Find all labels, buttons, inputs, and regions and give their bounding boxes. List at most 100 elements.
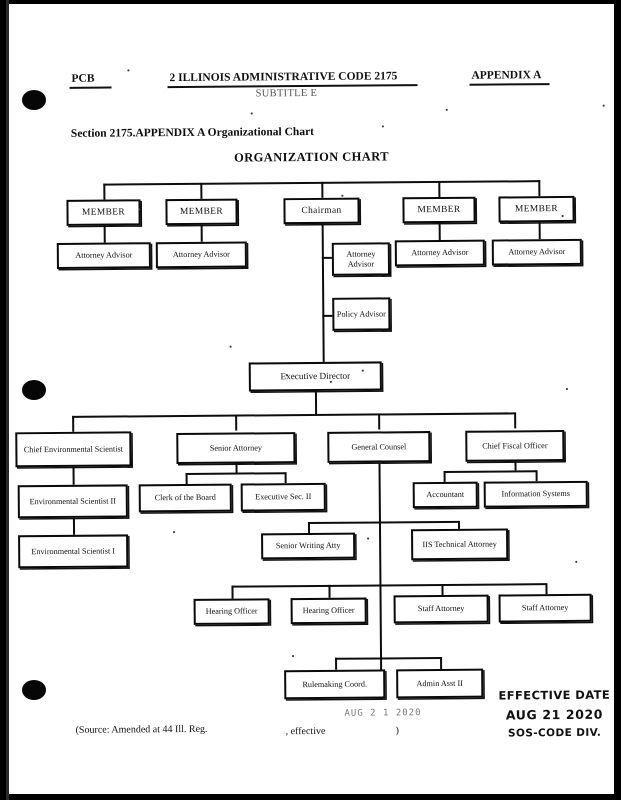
node-label: Policy Advisor bbox=[336, 309, 386, 319]
connector-cfo-bus bbox=[443, 470, 537, 473]
scan-speck bbox=[329, 380, 332, 383]
stamp-line-1: EFFECTIVE DATE bbox=[498, 687, 611, 703]
connector-senatty-down bbox=[235, 463, 238, 473]
connector-hearing-bus bbox=[231, 583, 546, 588]
scan-speck bbox=[250, 112, 253, 114]
node-label: Executive Director bbox=[280, 371, 351, 382]
connector-execdir-down bbox=[314, 390, 317, 414]
handwritten-date: AUG 2 1 2020 bbox=[344, 708, 422, 719]
header-right-rule bbox=[469, 83, 550, 86]
node-iis-technical-attorney: IIS Technical Attorney bbox=[411, 528, 509, 561]
connector-chiefenv-down bbox=[72, 466, 75, 485]
scan-border-right bbox=[614, 0, 621, 800]
scan-speck bbox=[127, 69, 129, 71]
node-label: Admin Asst II bbox=[416, 678, 463, 689]
connector-member4-up bbox=[538, 180, 541, 197]
node-chief-fiscal-officer: Chief Fiscal Officer bbox=[465, 430, 565, 462]
node-general-counsel: General Counsel bbox=[327, 431, 431, 463]
scan-speck bbox=[445, 108, 448, 111]
header-center-rule bbox=[167, 84, 418, 88]
header-left-rule bbox=[69, 86, 112, 89]
connector-cfo-up bbox=[514, 412, 516, 429]
connector-gencounsel-up bbox=[378, 413, 380, 430]
node-label: Attorney Advisor bbox=[172, 250, 230, 260]
scan-border-top bbox=[0, 0, 621, 4]
hole-punch bbox=[22, 90, 46, 110]
source-note: (Source: Amended at 44 Ill. Reg. bbox=[75, 723, 208, 736]
node-hearing-officer-1: Hearing Officer bbox=[193, 598, 270, 625]
scan-speck bbox=[561, 215, 564, 217]
node-label: MEMBER bbox=[514, 203, 559, 215]
node-attorney-advisor-1: Attorney Advisor bbox=[56, 242, 151, 269]
connector-envsci2-down bbox=[72, 517, 75, 535]
connector-member3-up bbox=[438, 180, 441, 197]
connector-bottom-bus bbox=[335, 656, 442, 660]
connector-member2-up bbox=[200, 182, 203, 199]
scan-speck bbox=[361, 369, 364, 372]
node-environmental-scientist-2: Environmental Scientist II bbox=[17, 484, 128, 519]
node-label: Information Systems bbox=[501, 489, 570, 499]
connector-member1-up bbox=[103, 183, 106, 200]
node-hearing-officer-2: Hearing Officer bbox=[290, 597, 367, 625]
node-label: Environmental Scientist II bbox=[29, 496, 117, 507]
node-label: Staff Attorney bbox=[521, 603, 569, 613]
node-attorney-advisor-5: Attorney Advisor bbox=[491, 238, 582, 266]
node-executive-sec-2: Executive Sec. II bbox=[240, 482, 326, 512]
source-effective-label: , effective bbox=[285, 725, 326, 738]
node-label: Executive Sec. II bbox=[255, 492, 312, 502]
stamp-line-2: AUG 21 2020 bbox=[505, 706, 604, 723]
node-label: Chairman bbox=[301, 205, 342, 216]
connector-adminasst-up bbox=[440, 656, 442, 669]
node-staff-attorney-2: Staff Attorney bbox=[498, 593, 592, 623]
node-environmental-scientist-1: Environmental Scientist I bbox=[18, 534, 129, 569]
node-label: Attorney Advisor bbox=[346, 249, 376, 269]
node-senior-writing-atty: Senior Writing Atty bbox=[261, 532, 356, 560]
connector-rulemaking-up bbox=[335, 657, 337, 670]
stamp-line-3: SOS-CODE DIV. bbox=[507, 726, 602, 740]
scan-border-left bbox=[0, 0, 6, 800]
connector-chairman-up bbox=[321, 181, 324, 198]
connector-gencounsel-writer-bus bbox=[307, 520, 459, 524]
node-label: Senior Writing Atty bbox=[275, 541, 341, 551]
node-admin-asst-2: Admin Asst II bbox=[396, 668, 484, 699]
node-chief-environmental-scientist: Chief Environmental Scientist bbox=[15, 431, 132, 468]
connector-member2-down bbox=[200, 224, 203, 242]
node-member2: MEMBER bbox=[165, 198, 238, 226]
node-label: Rulemaking Coord. bbox=[302, 679, 368, 689]
connector-senwrit-up bbox=[307, 522, 310, 534]
scan-speck bbox=[138, 208, 141, 210]
connector-hear1-up bbox=[231, 585, 234, 599]
connector-member4-down bbox=[538, 222, 541, 240]
node-label: General Counsel bbox=[351, 442, 407, 452]
node-label: Senior Attorney bbox=[209, 443, 262, 453]
node-attorney-advisor-4: Attorney Advisor bbox=[394, 239, 485, 267]
connector-hear2-up bbox=[328, 584, 331, 598]
page-title: Section 2175.APPENDIX A Organizational C… bbox=[70, 125, 315, 140]
connector-infosys-up bbox=[535, 470, 538, 482]
node-label: Chief Environmental Scientist bbox=[23, 444, 123, 455]
scan-speck bbox=[285, 374, 288, 376]
node-staff-attorney-1: Staff Attorney bbox=[393, 594, 489, 624]
node-member4: MEMBER bbox=[498, 195, 575, 223]
node-rulemaking-coordinator: Rulemaking Coord. bbox=[284, 669, 386, 700]
node-label: Chief Fiscal Officer bbox=[482, 441, 548, 451]
scan-speck bbox=[367, 537, 369, 540]
scan-speck bbox=[575, 560, 577, 563]
scan-speck bbox=[602, 104, 605, 107]
hole-punch bbox=[22, 380, 46, 400]
hole-punch bbox=[22, 680, 46, 700]
header-right: APPENDIX A bbox=[471, 69, 542, 82]
node-accountant: Accountant bbox=[412, 481, 478, 509]
node-executive-director: Executive Director bbox=[248, 361, 382, 392]
connector-gencounsel-spine bbox=[378, 462, 383, 671]
node-label: Staff Attorney bbox=[417, 604, 465, 614]
node-label: IIS Technical Attorney bbox=[422, 539, 497, 550]
node-information-systems: Information Systems bbox=[483, 480, 588, 508]
header-subtitle: SUBTITLE E bbox=[255, 87, 318, 100]
connector-chiefenv-up bbox=[72, 415, 74, 432]
node-attorney-advisor-2: Attorney Advisor bbox=[155, 241, 247, 269]
node-label: Attorney Advisor bbox=[508, 247, 566, 257]
connector-senatty-up bbox=[235, 414, 237, 431]
connector-execsec-up bbox=[284, 472, 287, 484]
scan-speck bbox=[229, 345, 232, 348]
